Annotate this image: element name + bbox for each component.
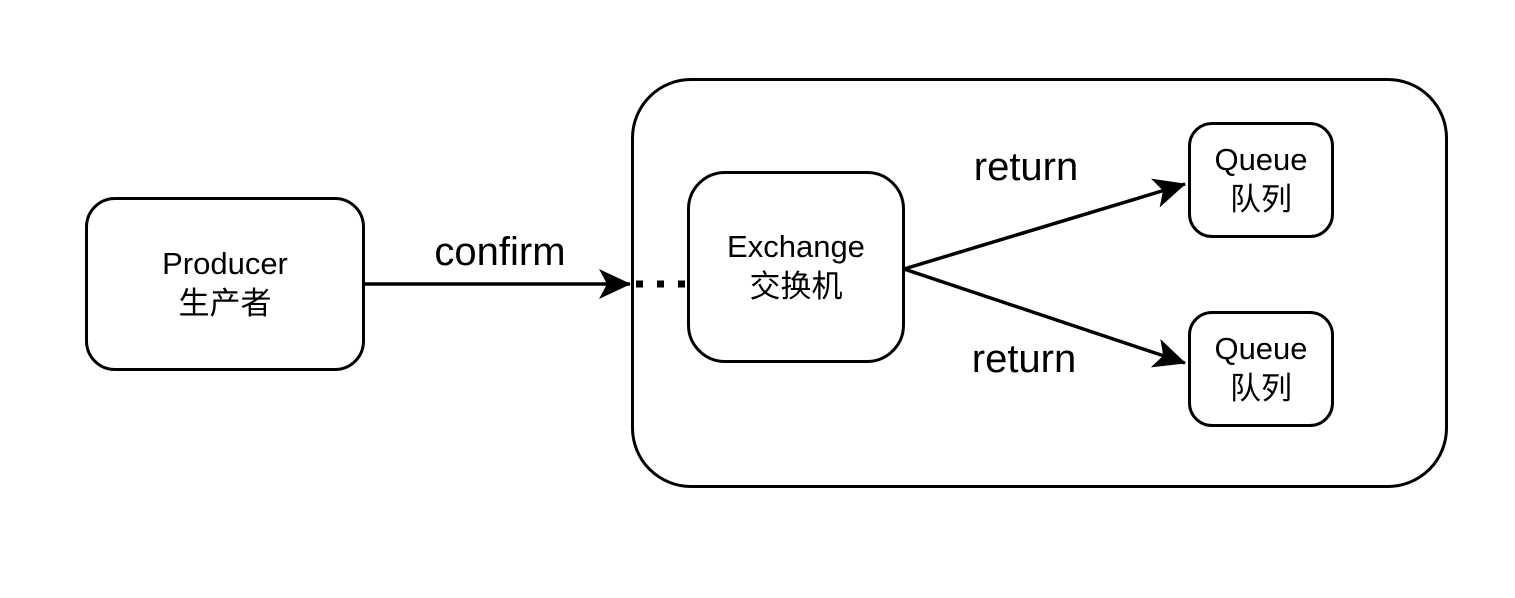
queue-top-node: Queue 队列 [1188, 122, 1334, 238]
queue-bottom-label-zh: 队列 [1230, 371, 1292, 406]
queue-bottom-label-en: Queue [1214, 331, 1308, 366]
exchange-label-en: Exchange [727, 229, 865, 264]
exchange-label-zh: 交换机 [749, 269, 843, 304]
queue-top-label-zh: 队列 [1230, 182, 1292, 217]
queue-bottom-node: Queue 队列 [1188, 311, 1334, 427]
producer-label-en: Producer [162, 246, 288, 281]
broker-container-box [631, 78, 1448, 488]
queue-top-label-en: Queue [1214, 142, 1308, 177]
producer-node: Producer 生产者 [85, 197, 365, 371]
exchange-node: Exchange 交换机 [687, 171, 905, 363]
producer-label-zh: 生产者 [178, 286, 272, 321]
return-bottom-edge-label: return [971, 337, 1077, 381]
confirm-edge-label: confirm [434, 230, 566, 274]
return-top-edge-label: return [973, 145, 1079, 189]
